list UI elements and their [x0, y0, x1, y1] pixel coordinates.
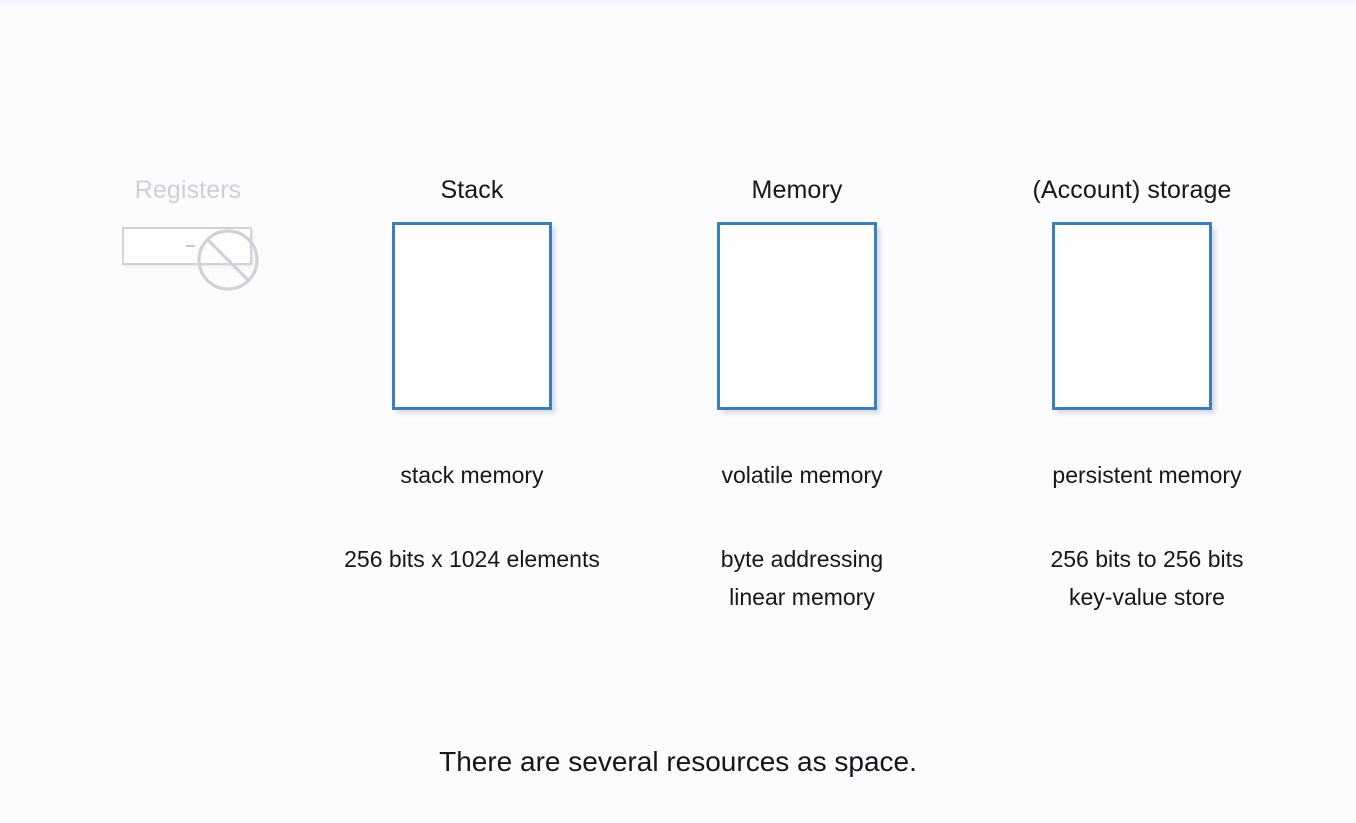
registers-inner-dash	[186, 245, 195, 247]
detail-line: byte addressing	[720, 546, 884, 572]
column-title-stack: Stack	[440, 176, 504, 204]
column-title-memory: Memory	[751, 176, 843, 204]
column-title-storage: (Account) storage	[1032, 176, 1232, 204]
detail-line: 256 bits to 256 bits	[1050, 546, 1244, 572]
memory-box-memory	[717, 222, 877, 410]
memory-box-stack	[392, 222, 552, 410]
memory-box-storage	[1052, 222, 1212, 410]
no-entry-icon	[197, 229, 259, 291]
caption-stack: stack memory	[400, 462, 544, 488]
detail-line: key-value store	[1069, 584, 1225, 610]
detail-storage: 256 bits to 256 bits key-value store	[1012, 540, 1282, 616]
detail-memory: byte addressing linear memory	[667, 540, 937, 616]
top-accent-band	[0, 0, 1356, 6]
caption-memory: volatile memory	[721, 462, 883, 488]
column-title-registers: Registers	[134, 176, 242, 204]
caption-storage: persistent memory	[1052, 462, 1242, 488]
detail-line: 256 bits x 1024 elements	[344, 546, 600, 572]
detail-stack: 256 bits x 1024 elements	[302, 540, 642, 578]
detail-line: linear memory	[729, 584, 875, 610]
footer-note: There are several resources as space.	[439, 746, 917, 777]
registers-box	[122, 227, 252, 265]
